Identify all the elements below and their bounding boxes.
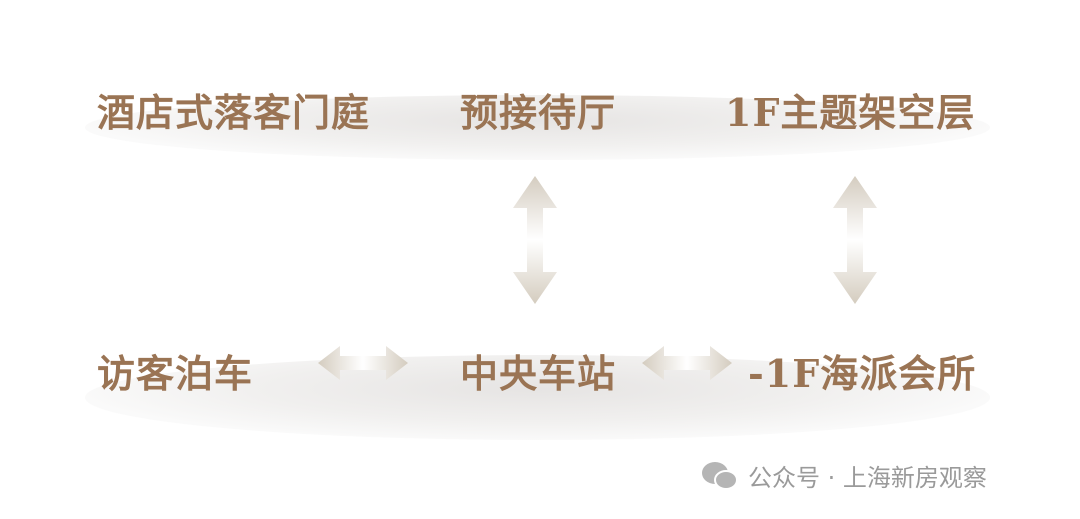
- label-b1-clubhouse: -1F海派会所: [748, 351, 977, 396]
- label-hotel-entrance: 酒店式落客门庭: [97, 90, 371, 135]
- vertical-double-arrow-icon: [513, 176, 557, 304]
- label-1f-stilt-floor: 1F主题架空层: [725, 90, 976, 135]
- wechat-icon: [702, 461, 738, 490]
- label-reception-hall: 预接待厅: [460, 90, 617, 135]
- bottom-platform: [85, 355, 990, 440]
- horizontal-double-arrow-icon: [318, 346, 408, 380]
- label-central-station: 中央车站: [460, 351, 617, 396]
- watermark: 公众号 · 上海新房观察: [700, 458, 987, 493]
- top-platform: [85, 95, 990, 160]
- watermark-text: 公众号 · 上海新房观察: [748, 464, 987, 492]
- label-visitor-parking: 访客泊车: [97, 351, 254, 396]
- vertical-double-arrow-icon: [833, 176, 877, 304]
- horizontal-double-arrow-icon: [642, 346, 732, 380]
